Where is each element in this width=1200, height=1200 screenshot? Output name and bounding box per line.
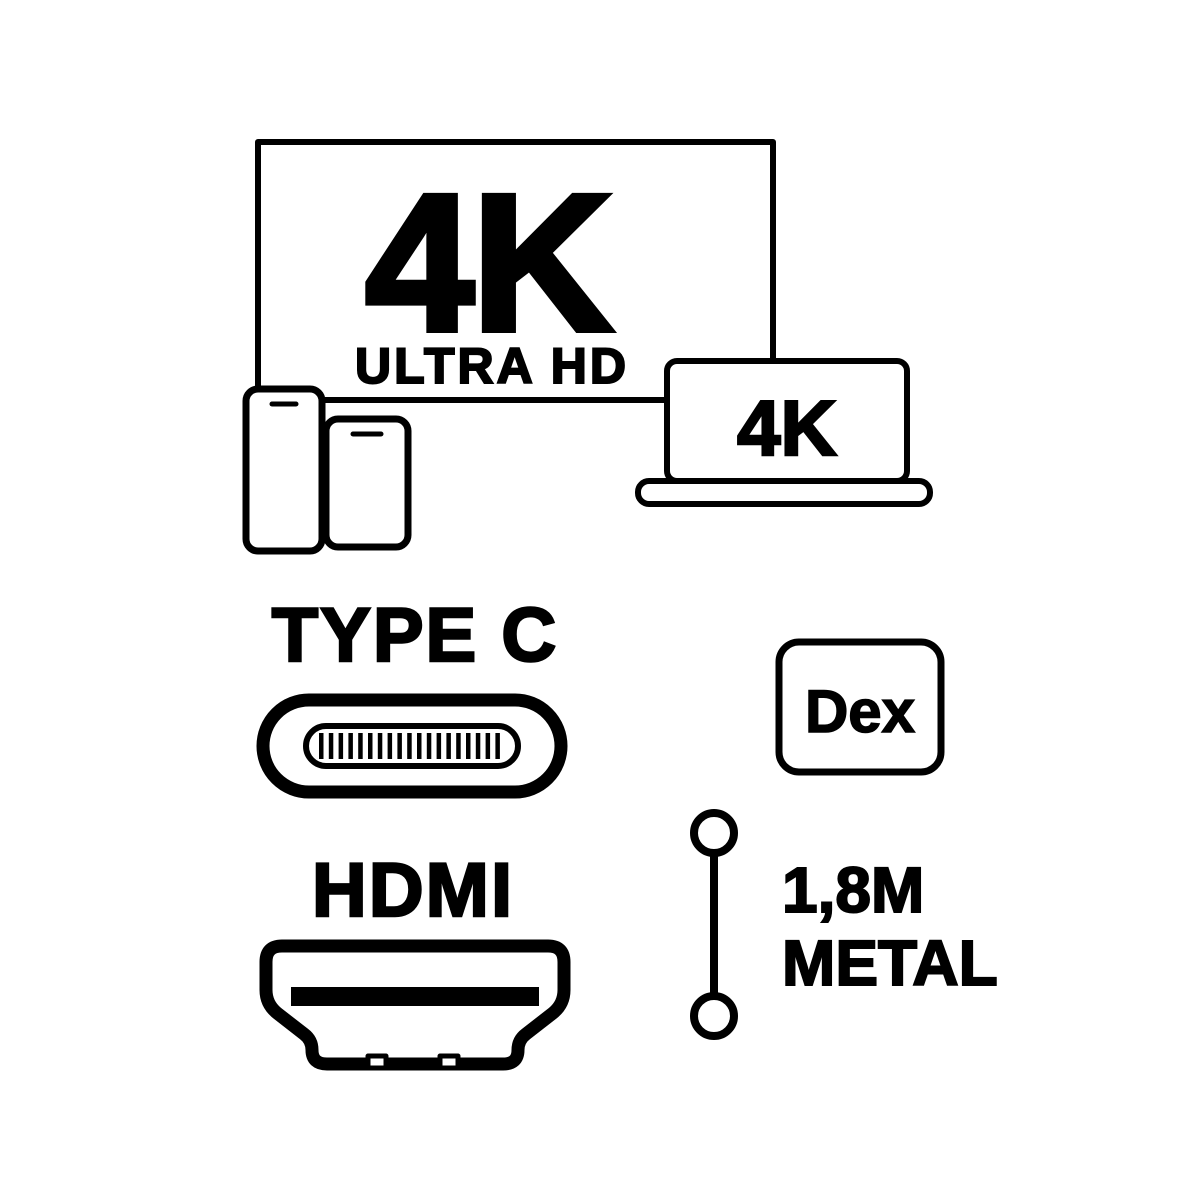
hdmi-notch-right-icon [437,1053,461,1071]
laptop-4k-label: 4K [737,384,837,472]
hdmi-connector-icon [259,939,571,1071]
hdmi-pin-bar-icon [291,987,539,1006]
type-c-title: TYPE C [272,593,559,678]
phone-small-icon [322,415,412,551]
hdmi-notch-left-icon [365,1053,389,1071]
phone-large-icon [242,385,326,555]
laptop-base-icon [635,478,933,507]
dex-label: Dex [805,678,915,745]
usb-c-connector-icon [256,693,568,799]
cable-length-label: 1,8M [782,854,924,926]
dex-badge: Dex [775,638,945,776]
tv-ultra-hd-label: ULTRA HD [355,338,629,394]
tv-4k-label: 4K [365,154,611,372]
tv-outline-icon: 4K ULTRA HD [255,139,776,403]
laptop-icon: 4K [635,358,933,507]
cable-icon [690,809,738,1040]
cable-material-label: METAL [782,927,998,999]
smartphone-icons [242,385,412,555]
hdmi-title: HDMI [312,848,514,933]
